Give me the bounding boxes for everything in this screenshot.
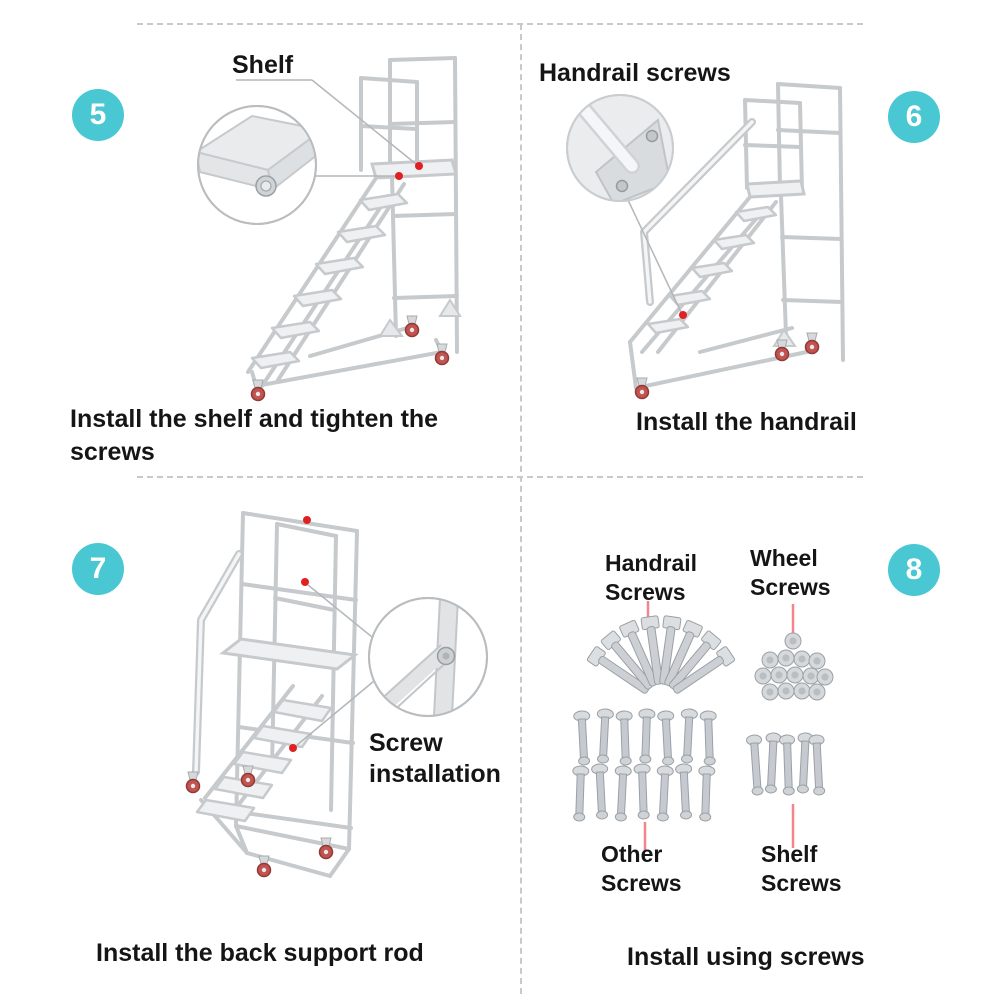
pink-leader-lines <box>643 601 795 850</box>
ladder-illustration-step6 <box>566 82 845 400</box>
shelf-screws-image <box>746 732 826 796</box>
screw-installation-callout-label: Screw installation <box>369 729 501 788</box>
handrail-tube <box>192 550 243 776</box>
red-marker-dots-step5 <box>395 162 423 180</box>
caster-wheels <box>185 765 334 878</box>
wheel-screws-group-label: Wheel Screws <box>750 545 831 600</box>
step-badge-7: 7 <box>72 543 124 595</box>
magnifier-screw-installation-detail <box>368 597 488 717</box>
leader-lines-step7 <box>296 584 375 746</box>
caption-step8: Install using screws <box>627 943 865 971</box>
step-number: 7 <box>89 552 107 585</box>
shelf-screws-group-label: Shelf Screws <box>761 841 842 896</box>
step-badge-5: 5 <box>72 89 124 141</box>
screws-illustration-step8 <box>572 601 834 850</box>
caster-wheels <box>250 315 450 402</box>
divider-horizontal-middle <box>137 476 863 478</box>
wheel-screws-image <box>754 632 834 701</box>
step-badge-6: 6 <box>888 91 940 143</box>
ladder-illustration-step5 <box>197 56 462 402</box>
ladder-illustration-step7 <box>185 511 488 878</box>
handrail-tube <box>640 118 756 306</box>
red-marker-dots-step7 <box>289 516 311 752</box>
bracket-screw-icon <box>645 129 659 143</box>
step-badge-8: 8 <box>888 544 940 596</box>
step-number: 5 <box>89 98 107 131</box>
bracket-screw-icon <box>615 179 629 193</box>
other-screws-group-label: Other Screws <box>601 841 682 896</box>
handrail-screws-image <box>586 615 736 694</box>
caption-step7: Install the back support rod <box>96 939 424 967</box>
leader-line-step6 <box>627 199 682 313</box>
shelf-callout-label: Shelf <box>232 51 294 79</box>
magnifier-shelf-detail <box>197 105 317 225</box>
leader-lines-step5 <box>236 79 417 177</box>
caption-step5: Install the shelf and tighten the screws <box>70 405 439 466</box>
other-screws-image <box>572 708 717 822</box>
step-number: 8 <box>905 553 923 586</box>
handrail-screws-group-label: Handrail Screws <box>605 550 698 605</box>
divider-vertical-middle <box>520 24 522 994</box>
step-number: 6 <box>905 100 923 133</box>
magnifier-handrail-screws-detail <box>566 94 674 202</box>
caption-step6: Install the handrail <box>636 408 857 436</box>
divider-top <box>137 23 863 25</box>
caster-wheels <box>634 332 820 400</box>
red-marker-dot-step6 <box>679 311 687 319</box>
handrail-screws-callout-label: Handrail screws <box>539 59 731 87</box>
